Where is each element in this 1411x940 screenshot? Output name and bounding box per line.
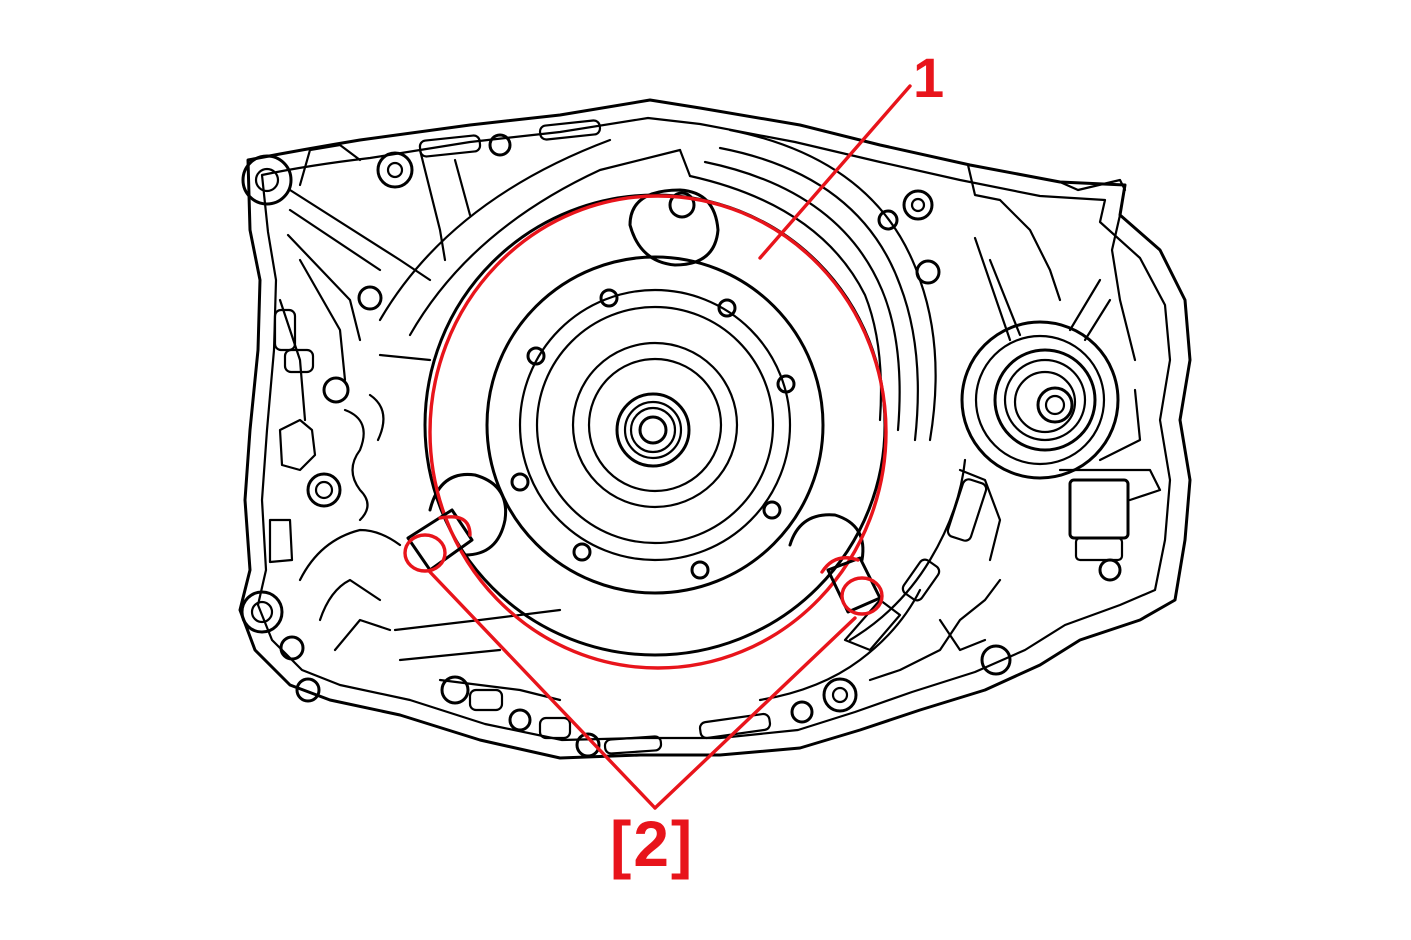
leader-lines (428, 84, 912, 810)
dowel-pin-right (820, 556, 884, 616)
output-shaft (960, 236, 1162, 562)
dowel-bosses (428, 188, 865, 562)
converter-bolt-holes (510, 288, 796, 580)
housing-ribs (268, 119, 1002, 755)
housing-outline (238, 98, 1192, 760)
housing-arcs (378, 128, 937, 442)
callout-label-2: [2] (610, 808, 695, 880)
seal-ring-highlight (428, 194, 888, 670)
callout-label-1: 1 (913, 46, 945, 109)
dowel-pin-left (403, 508, 474, 573)
flange-bolt-bosses (240, 133, 1122, 758)
